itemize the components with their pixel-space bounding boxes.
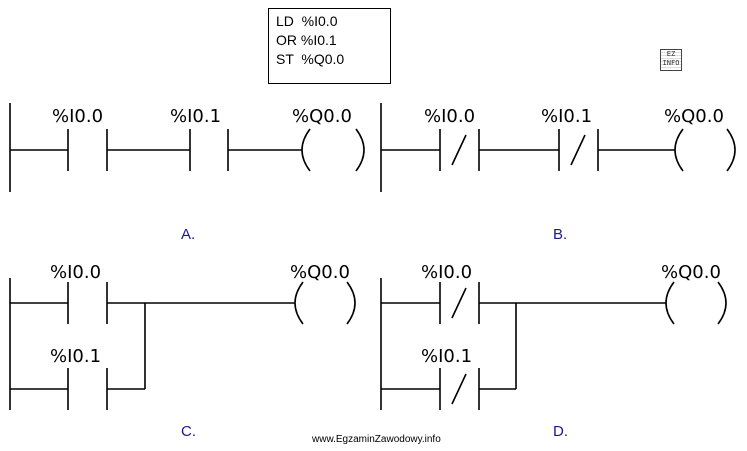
contact-d2-label: %I0.1 bbox=[421, 346, 472, 367]
contact-d2-slash bbox=[451, 373, 467, 405]
coil-a-left bbox=[301, 128, 311, 172]
instruction-line-2: OR %I0.1 bbox=[276, 32, 337, 48]
coil-a-right bbox=[355, 128, 365, 172]
contact-c2-label: %I0.1 bbox=[50, 346, 101, 367]
ladder-option-c: %I0.0 %I0.1 %Q0.0 C. bbox=[9, 262, 356, 440]
instruction-line-1: LD %I0.0 bbox=[276, 13, 338, 29]
watermark-text: www.EgzaminZawodowy.info bbox=[311, 434, 441, 445]
contact-b2-label: %I0.1 bbox=[541, 106, 592, 127]
coil-c-right bbox=[346, 281, 356, 325]
contact-c1-label: %I0.0 bbox=[50, 262, 101, 283]
coil-c-label: %Q0.0 bbox=[290, 262, 350, 283]
option-a-label: A. bbox=[181, 226, 195, 243]
coil-b-right bbox=[726, 128, 736, 172]
option-d-label: D. bbox=[553, 423, 568, 440]
contact-b2-slash bbox=[570, 134, 586, 166]
coil-d-label: %Q0.0 bbox=[661, 262, 721, 283]
option-c-label: C. bbox=[181, 423, 196, 440]
option-b-label: B. bbox=[553, 226, 567, 243]
contact-d1-slash bbox=[451, 287, 467, 319]
contact-b1-slash bbox=[451, 134, 467, 166]
contact-b1-label: %I0.0 bbox=[424, 106, 475, 127]
ladder-option-a: %I0.0 %I0.1 %Q0.0 A. bbox=[9, 103, 365, 243]
contact-d1-label: %I0.0 bbox=[421, 262, 472, 283]
instruction-list-box: LD %I0.0 OR %I0.1 ST %Q0.0 bbox=[268, 8, 391, 84]
coil-d-right bbox=[717, 281, 727, 325]
ladder-option-d: %I0.0 %I0.1 %Q0.0 D. bbox=[380, 262, 727, 440]
coil-b-left bbox=[674, 128, 684, 172]
site-logo-icon: EZ INFO bbox=[660, 49, 682, 71]
ladder-option-b: %I0.0 %I0.1 %Q0.0 B. bbox=[380, 103, 736, 243]
coil-c-left bbox=[294, 281, 304, 325]
coil-b-label: %Q0.0 bbox=[664, 106, 724, 127]
coil-d-left bbox=[665, 281, 675, 325]
contact-a1-label: %I0.0 bbox=[52, 106, 103, 127]
contact-a2-label: %I0.1 bbox=[170, 106, 221, 127]
instruction-line-3: ST %Q0.0 bbox=[276, 51, 345, 67]
coil-a-label: %Q0.0 bbox=[292, 106, 352, 127]
